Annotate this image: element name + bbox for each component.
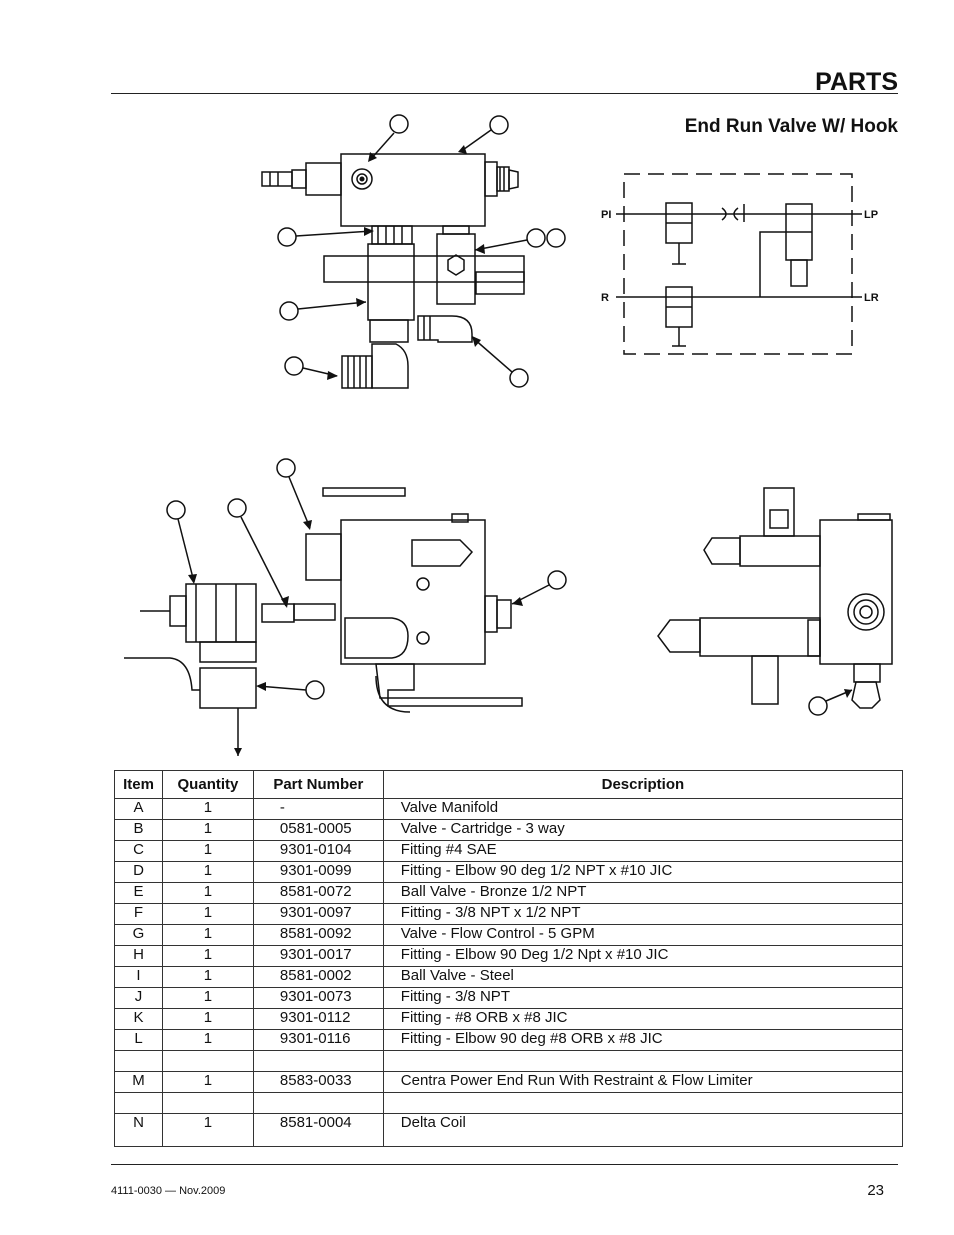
item-cell: M [114, 1071, 163, 1093]
column-header-item: Item [114, 770, 163, 799]
description-cell: Ball Valve - Steel [382, 966, 904, 988]
quantity-cell: 1 [161, 1029, 254, 1051]
table-row: G 1 8581-0092 Valve - Flow Control - 5 G… [114, 924, 904, 946]
table-row: M 1 8583-0033 Centra Power End Run With … [114, 1071, 904, 1093]
quantity-cell: 1 [161, 966, 254, 988]
description-cell: Valve Manifold [382, 798, 904, 820]
quantity-cell: 1 [161, 840, 254, 862]
table-row-blank [114, 1050, 904, 1072]
item-cell: N [114, 1113, 163, 1147]
part-number-cell: 9301-0017 [252, 945, 384, 967]
part-number-cell: 8583-0033 [252, 1071, 384, 1093]
hydraulic-schematic [616, 173, 862, 355]
item-cell: I [114, 966, 163, 988]
callouts-top [277, 114, 566, 388]
table-row: K 1 9301-0112 Fitting - #8 ORB x #8 JIC [114, 1008, 904, 1030]
description-cell: Valve - Flow Control - 5 GPM [382, 924, 904, 946]
table-row: A 1 - Valve Manifold [114, 798, 904, 820]
part-number-cell: 9301-0112 [252, 1008, 384, 1030]
part-number-cell: - [252, 798, 384, 820]
description-cell: Fitting - #8 ORB x #8 JIC [382, 1008, 904, 1030]
column-header-part-number: Part Number [252, 770, 384, 799]
description-cell: Delta Coil [382, 1113, 904, 1147]
item-cell: G [114, 924, 163, 946]
parts-illustration: PI LP R LR [124, 114, 893, 756]
table-row: E 1 8581-0072 Ball Valve - Bronze 1/2 NP… [114, 882, 904, 904]
footer-rule [111, 1164, 898, 1165]
description-cell: Fitting #4 SAE [382, 840, 904, 862]
part-number-cell: 8581-0002 [252, 966, 384, 988]
part-number-cell: 8581-0072 [252, 882, 384, 904]
item-cell: H [114, 945, 163, 967]
bottom-left-assembly [124, 487, 523, 756]
table-row-blank [114, 1092, 904, 1114]
description-cell: Fitting - Elbow 90 deg 1/2 NPT x #10 JIC [382, 861, 904, 883]
item-cell: F [114, 903, 163, 925]
description-cell: Fitting - Elbow 90 deg #8 ORB x #8 JIC [382, 1029, 904, 1051]
table-row: D 1 9301-0099 Fitting - Elbow 90 deg 1/2… [114, 861, 904, 883]
callout-arrowheads [188, 145, 852, 756]
page-number: 23 [867, 1182, 884, 1199]
part-number-cell: 8581-0004 [252, 1113, 384, 1147]
table-row: F 1 9301-0097 Fitting - 3/8 NPT x 1/2 NP… [114, 903, 904, 925]
item-cell: C [114, 840, 163, 862]
item-cell: A [114, 798, 163, 820]
section-title: PARTS [815, 68, 898, 96]
quantity-cell: 1 [161, 819, 254, 841]
quantity-cell: 1 [161, 861, 254, 883]
document-number: 4111-0030 — Nov.2009 [111, 1185, 226, 1197]
item-cell: K [114, 1008, 163, 1030]
quantity-cell: 1 [161, 1008, 254, 1030]
quantity-cell: 1 [161, 882, 254, 904]
description-cell: Fitting - 3/8 NPT x 1/2 NPT [382, 903, 904, 925]
header-rule [111, 93, 898, 94]
description-cell: Valve - Cartridge - 3 way [382, 819, 904, 841]
port-label-lr: LR [864, 292, 879, 304]
table-row: L 1 9301-0116 Fitting - Elbow 90 deg #8 … [114, 1029, 904, 1051]
item-cell: D [114, 861, 163, 883]
callouts-bottom-left [166, 458, 567, 700]
quantity-cell: 1 [161, 1113, 254, 1147]
description-cell: Centra Power End Run With Restraint & Fl… [382, 1071, 904, 1093]
port-label-r: R [601, 292, 609, 304]
part-number-cell: 8581-0092 [252, 924, 384, 946]
table-row: B 1 0581-0005 Valve - Cartridge - 3 way [114, 819, 904, 841]
column-header-description: Description [382, 770, 904, 799]
parts-table: Item Quantity Part Number Description A … [114, 770, 904, 1147]
page-subtitle: End Run Valve W/ Hook [684, 116, 898, 137]
table-row: I 1 8581-0002 Ball Valve - Steel [114, 966, 904, 988]
callouts-bottom-right [808, 689, 853, 716]
table-row: J 1 9301-0073 Fitting - 3/8 NPT [114, 987, 904, 1009]
item-cell: L [114, 1029, 163, 1051]
bottom-right-assembly [657, 487, 893, 709]
part-number-cell: 9301-0099 [252, 861, 384, 883]
column-header-quantity: Quantity [161, 770, 254, 799]
quantity-cell: 1 [161, 798, 254, 820]
port-label-pi: PI [601, 209, 611, 221]
part-number-cell: 9301-0104 [252, 840, 384, 862]
table-row: H 1 9301-0017 Fitting - Elbow 90 Deg 1/2… [114, 945, 904, 967]
quantity-cell: 1 [161, 903, 254, 925]
table-row: C 1 9301-0104 Fitting #4 SAE [114, 840, 904, 862]
item-cell: J [114, 987, 163, 1009]
table-header-row: Item Quantity Part Number Description [114, 770, 904, 799]
item-cell: E [114, 882, 163, 904]
quantity-cell: 1 [161, 924, 254, 946]
part-number-cell: 9301-0116 [252, 1029, 384, 1051]
part-number-cell: 9301-0073 [252, 987, 384, 1009]
item-cell: B [114, 819, 163, 841]
quantity-cell: 1 [161, 945, 254, 967]
description-cell: Fitting - Elbow 90 Deg 1/2 Npt x #10 JIC [382, 945, 904, 967]
description-cell: Ball Valve - Bronze 1/2 NPT [382, 882, 904, 904]
port-label-lp: LP [864, 209, 878, 221]
part-number-cell: 0581-0005 [252, 819, 384, 841]
part-number-cell: 9301-0097 [252, 903, 384, 925]
quantity-cell: 1 [161, 1071, 254, 1093]
top-valve-assembly [261, 153, 525, 389]
description-cell: Fitting - 3/8 NPT [382, 987, 904, 1009]
quantity-cell: 1 [161, 987, 254, 1009]
table-row: N 1 8581-0004 Delta Coil [114, 1113, 904, 1147]
